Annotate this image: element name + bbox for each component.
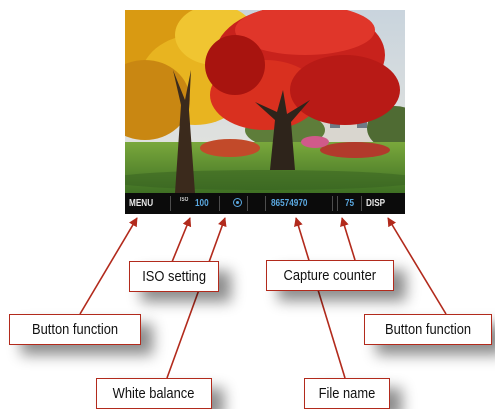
photo-preview: [125, 10, 405, 193]
status-separator: [247, 196, 248, 211]
status-bar: MENU ISO 100 86574970 75 DISP: [125, 193, 405, 214]
arrow-button-function-left: [79, 217, 138, 315]
menu-label: MENU: [129, 197, 154, 209]
callout-button-function-left: Button function: [9, 314, 141, 345]
iso-prefix-label: ISO: [180, 197, 189, 203]
status-separator: [361, 196, 362, 211]
capture-counter-value: 75: [345, 197, 355, 209]
iso-value: 100: [195, 197, 209, 209]
callout-file-name: File name: [304, 378, 390, 409]
status-separator: [332, 196, 333, 211]
file-name-value: 86574970: [271, 197, 308, 209]
status-separator: [337, 196, 338, 211]
arrow-white-balance: [166, 217, 227, 379]
status-separator: [265, 196, 266, 211]
disp-label: DISP: [366, 197, 386, 209]
arrow-iso-setting: [171, 217, 192, 263]
callout-button-function-right: Button function: [364, 314, 492, 345]
callout-capture-counter: Capture counter: [266, 260, 394, 291]
callout-iso-setting: ISO setting: [129, 261, 219, 292]
status-separator: [219, 196, 220, 211]
callout-label: Capture counter: [283, 267, 377, 284]
white-balance-icon: [233, 198, 242, 207]
callout-white-balance: White balance: [96, 378, 212, 409]
callout-label: White balance: [113, 385, 195, 402]
callout-label: File name: [318, 385, 376, 402]
arrow-file-name: [294, 217, 346, 379]
status-separator: [170, 196, 171, 211]
arrow-capture-counter: [340, 217, 356, 261]
callout-label: Button function: [31, 321, 119, 338]
arrow-button-function-right: [387, 217, 447, 315]
callout-label: Button function: [384, 321, 472, 338]
callout-label: ISO setting: [142, 268, 206, 285]
